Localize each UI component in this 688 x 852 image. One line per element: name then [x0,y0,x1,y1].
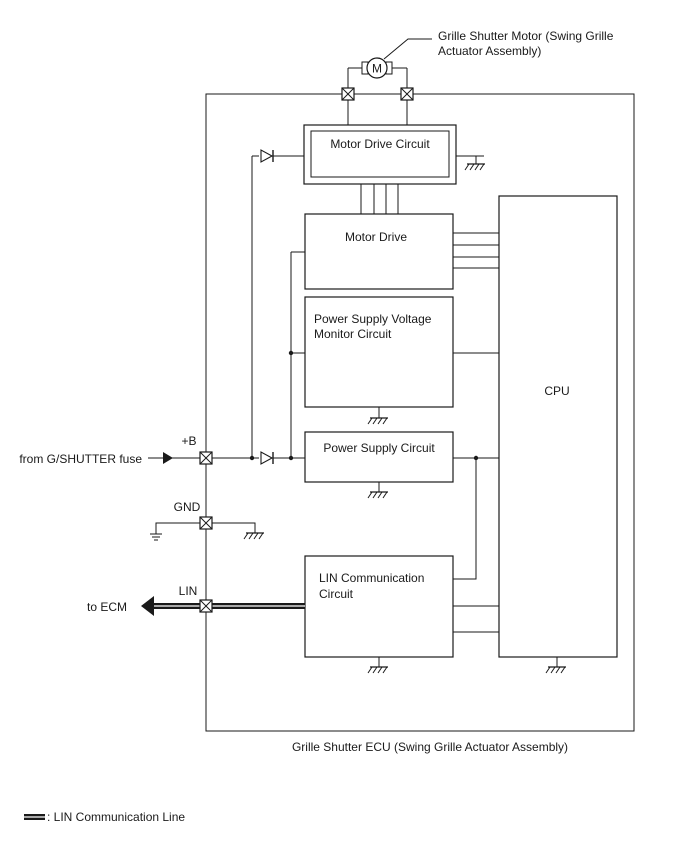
power-monitor-label-line2: Monitor Circuit [314,327,392,341]
lin-comm-label-line1: LIN Communication [319,571,424,585]
motor-drive-circuit-label: Motor Drive Circuit [330,137,430,151]
b-plus-terminal [199,451,213,465]
legend-label: : LIN Communication Line [47,810,185,824]
gnd-terminal [199,516,213,530]
power-supply-block [304,431,454,483]
diode-lower [260,451,274,465]
diode-upper [260,149,274,163]
motor-terminal-2 [400,87,414,101]
signal-ground-icon [150,533,162,541]
ecu-outline [205,93,635,732]
gnd-label: GND [174,500,201,514]
lin-comm-label-line2: Circuit [319,587,354,601]
power-monitor-label-line1: Power Supply Voltage [314,312,432,326]
ground-icon [367,417,389,425]
cpu-block [498,195,618,658]
power-supply-label: Power Supply Circuit [323,441,435,455]
ground-icon [367,666,389,674]
ground-icon [243,532,265,540]
lin-terminal [199,599,213,613]
to-ecm-arrow-icon [141,596,154,616]
motor-leader-line [383,38,432,60]
to-ecm-label: to ECM [87,600,127,614]
motor-drive-circuit-block [303,124,457,185]
motor-drive-label: Motor Drive [345,230,407,244]
cpu-label: CPU [544,384,569,398]
from-fuse-label: from G/SHUTTER fuse [19,452,142,466]
lin-label: LIN [179,584,198,598]
motor-drive-block [304,213,454,290]
fuse-arrow-icon [163,452,173,464]
motor-title-line1: Grille Shutter Motor (Swing Grille [438,29,614,43]
ground-icon [545,666,567,674]
motor-terminal-1 [341,87,355,101]
ground-icon [464,163,486,171]
motor-symbol: M [347,57,408,90]
ground-icon [367,491,389,499]
ecu-caption: Grille Shutter ECU (Swing Grille Actuato… [292,740,568,754]
b-plus-label: +B [181,434,196,448]
motor-title-line2: Actuator Assembly) [438,44,541,58]
motor-letter: M [372,62,382,76]
power-monitor-block [304,296,454,408]
